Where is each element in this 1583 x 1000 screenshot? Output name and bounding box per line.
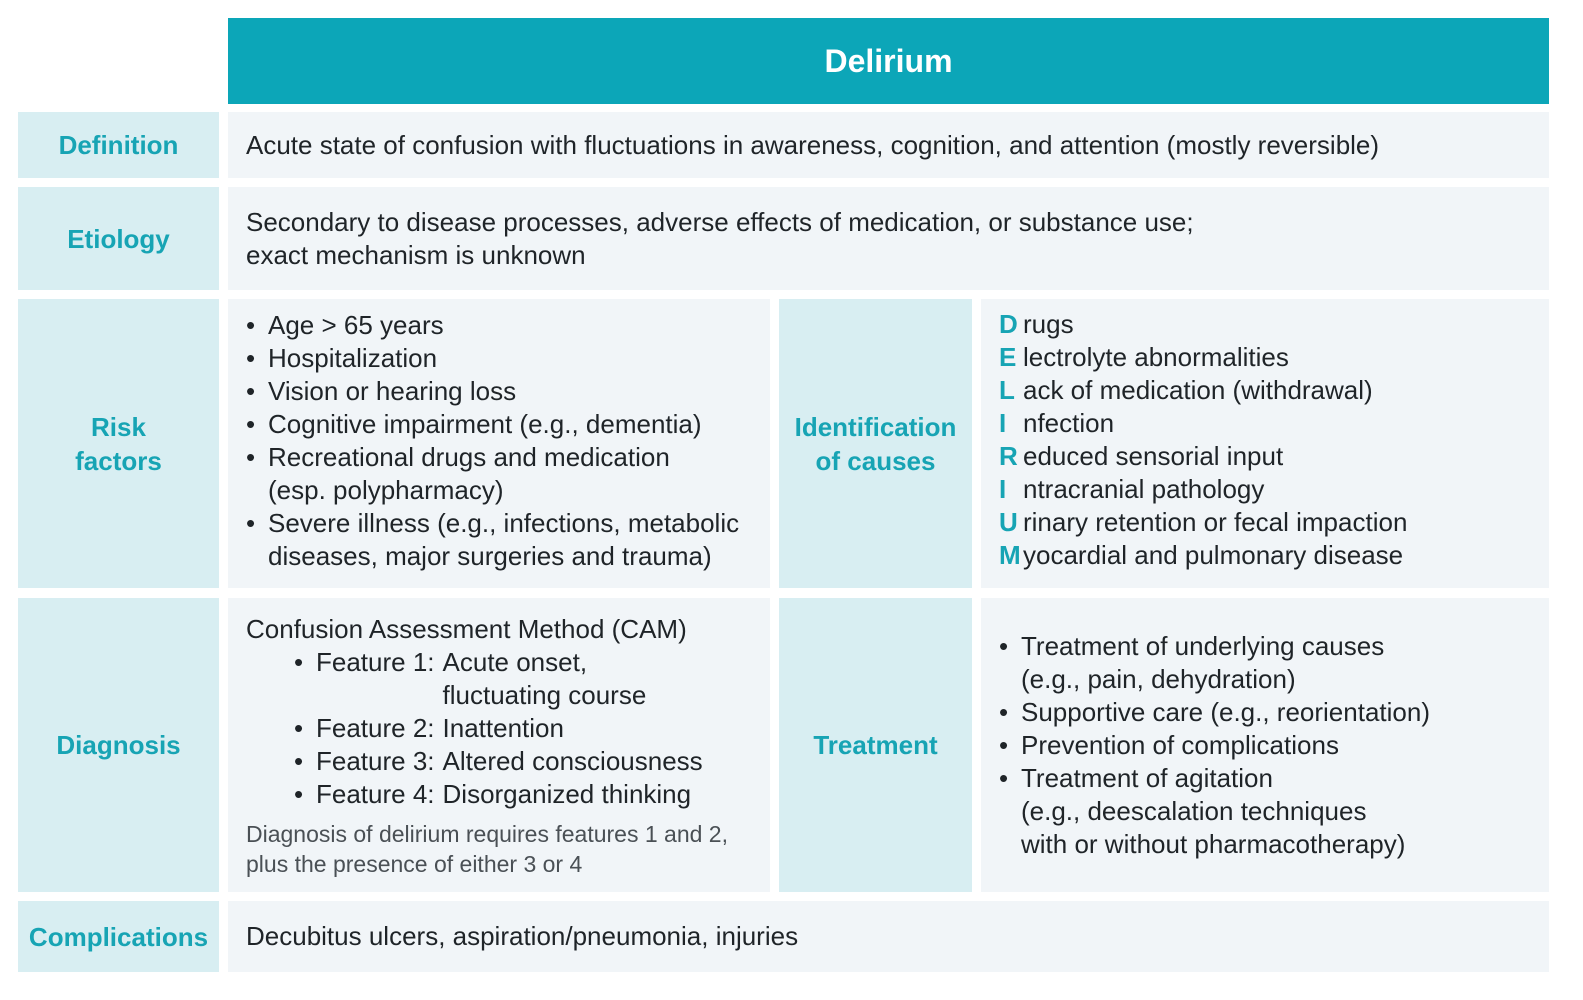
complications-label: Complications — [18, 901, 219, 972]
cam-feature-list: • Feature 1:Acute onset,fluctuating cours… — [246, 646, 770, 811]
list-item: Age > 65 years — [246, 309, 770, 342]
feature-name: Feature 4: — [316, 779, 435, 809]
list-item: Vision or hearing loss — [246, 375, 770, 408]
diagnosis-content: Confusion Assessment Method (CAM) • Featu… — [228, 598, 770, 892]
diagnosis-heading: Confusion Assessment Method (CAM) — [246, 614, 687, 644]
list-item: Recreational drugs and medication(esp. p… — [246, 441, 770, 507]
feature-name: Feature 1: — [316, 647, 435, 677]
identification-label-line: Identification — [794, 411, 957, 442]
feature-description: Acute onset,fluctuating course — [442, 647, 647, 710]
mnemonic-text: ntracranial pathology — [1023, 474, 1265, 504]
list-item: Treatment of underlying causes(e.g., pai… — [999, 630, 1549, 696]
risk-factors-label-line: Risk — [91, 411, 146, 442]
complications-text: Decubitus ulcers, aspiration/pneumonia, … — [246, 921, 799, 951]
feature-description: Inattention — [442, 713, 564, 743]
list-item: Supportive care (e.g., reorientation) — [999, 696, 1549, 729]
risk-factors-label-line: factors — [75, 445, 162, 476]
complications-content: Decubitus ulcers, aspiration/pneumonia, … — [228, 901, 1549, 972]
etiology-content: Secondary to disease processes, adverse … — [228, 187, 1549, 290]
mnemonic-letter: M — [999, 540, 1021, 570]
list-item: • Feature 1:Acute onset,fluctuating cours… — [294, 646, 770, 712]
identification-label: Identification of causes — [779, 299, 972, 588]
mnemonic-letter: D — [999, 309, 1018, 339]
mnemonic-text: rinary retention or fecal impaction — [1023, 507, 1408, 537]
mnemonic-letter: R — [999, 441, 1018, 471]
treatment-content: Treatment of underlying causes(e.g., pai… — [981, 598, 1549, 892]
risk-factors-list: Age > 65 years Hospitalization Vision or… — [246, 309, 770, 573]
list-item: Cognitive impairment (e.g., dementia) — [246, 408, 770, 441]
bullet: • — [294, 713, 304, 743]
mnemonic-text: lectrolyte abnormalities — [1023, 342, 1289, 372]
definition-content: Acute state of confusion with fluctuatio… — [228, 112, 1549, 178]
mnemonic-letter: E — [999, 342, 1017, 372]
list-item: Treatment of agitation(e.g., deescalatio… — [999, 762, 1549, 861]
mnemonic-letter: L — [999, 375, 1015, 405]
bullet: • — [294, 746, 304, 776]
list-item: • Feature 4:Disorganized thinking — [294, 778, 770, 811]
mnemonic-text: nfection — [1023, 408, 1115, 438]
feature-description: Altered consciousness — [442, 746, 703, 776]
feature-name: Feature 2: — [316, 713, 435, 743]
etiology-label: Etiology — [18, 187, 219, 290]
list-item: • Feature 2:Inattention — [294, 712, 770, 745]
treatment-label: Treatment — [779, 598, 972, 892]
treatment-list: Treatment of underlying causes(e.g., pai… — [999, 630, 1549, 861]
mnemonic-letter: I — [999, 474, 1007, 504]
etiology-line: Secondary to disease processes, adverse … — [246, 206, 1194, 237]
list-item: Hospitalization — [246, 342, 770, 375]
list-item: Prevention of complications — [999, 729, 1549, 762]
list-item: Severe illness (e.g., infections, metabo… — [246, 507, 770, 573]
mnemonic-text: ack of medication (withdrawal) — [1023, 375, 1373, 405]
mnemonic-text: educed sensorial input — [1023, 441, 1284, 471]
bullet: • — [294, 647, 304, 677]
etiology-line: exact mechanism is unknown — [246, 239, 586, 270]
definition-text: Acute state of confusion with fluctuatio… — [246, 129, 1380, 160]
mnemonic-letter: I — [999, 408, 1007, 438]
risk-factors-content: Age > 65 years Hospitalization Vision or… — [228, 299, 770, 588]
mnemonic-letter: U — [999, 507, 1018, 537]
definition-label: Definition — [18, 112, 219, 178]
identification-label-line: of causes — [815, 445, 936, 476]
list-item: • Feature 3:Altered consciousness — [294, 745, 770, 778]
risk-factors-label: Risk factors — [18, 299, 219, 588]
feature-name: Feature 3: — [316, 746, 435, 776]
mnemonic-text: rugs — [1023, 309, 1074, 339]
diagnosis-note: Diagnosis of delirium requires features … — [246, 821, 728, 877]
mnemonic-text: yocardial and pulmonary disease — [1023, 540, 1404, 570]
feature-description: Disorganized thinking — [442, 779, 692, 809]
bullet: • — [294, 779, 304, 809]
table-title: Delirium — [228, 18, 1549, 104]
diagnosis-label: Diagnosis — [18, 598, 219, 892]
